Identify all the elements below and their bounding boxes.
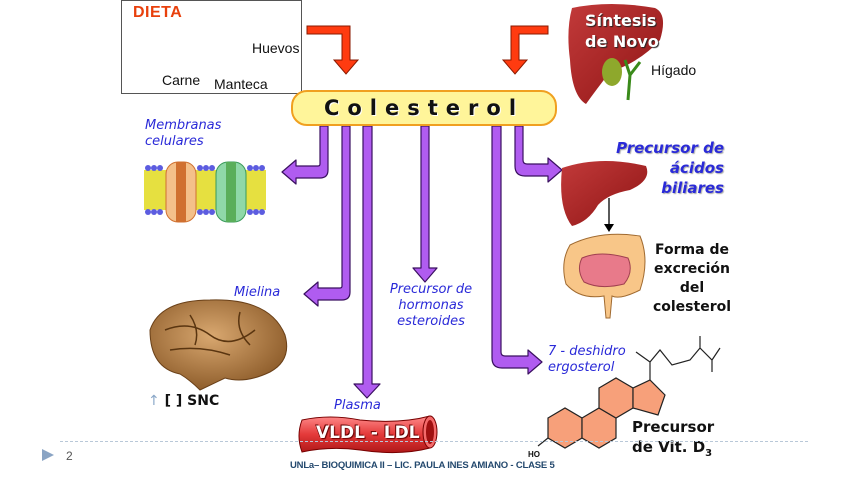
arrow-to-vitd [491,125,543,375]
synthesis-label: Síntesis de Novo [585,10,659,52]
membranes-line-1: Membranas [145,118,222,133]
bile-label: Precursor de ácidos biliares [600,138,724,198]
hormones-line-3: esteroides [397,314,465,329]
membrane-icon [144,161,266,223]
hormones-label: Precursor de hormonas esteroides [383,282,479,330]
up-arrow-icon: ↑ [148,393,160,409]
diet-title: DIETA [133,4,183,21]
footer-divider [60,441,808,442]
vitd-line-1: Precursor [632,418,715,436]
dehydro-line-1: 7 - deshidro [548,344,626,359]
arrow-to-bile [514,125,563,183]
excretion-line-3: del [679,280,705,296]
slide-bullet-icon [42,449,54,461]
plasma-label: Plasma [334,398,381,413]
dehydro-label: 7 - deshidro ergosterol [548,344,626,376]
vitd-precursor-label: Precursor de Vit. D3 [632,417,714,464]
dehydro-line-2: ergosterol [548,360,615,375]
arrow-to-myelin [303,125,351,307]
bile-line-1: Precursor de [616,139,724,157]
footer-text: UNLa– BIOQUIMICA II – LIC. PAULA INES AM… [290,460,555,471]
diet-box [121,0,302,94]
snc-note: ↑ [ ] SNC [148,392,219,411]
slide-number: 2 [66,449,73,463]
cholesterol-box: Colesterol [291,90,557,126]
arrow-to-plasma [353,125,381,399]
hydroxyl-label: HO [528,450,540,459]
vldl-ldl-label: VLDL - LDL [316,423,420,443]
synthesis-line-1: Síntesis [585,11,657,30]
excretion-line-1: Forma de [655,242,729,258]
diet-arrow [306,25,360,75]
arrow-to-hormones [412,125,438,283]
diet-item-meat: Carne [162,72,201,88]
cholesterol-label: Colesterol [323,96,525,120]
excretion-label: Forma de excreción del colesterol [652,241,732,317]
vessel-icon [298,415,438,454]
vitd-line-2: de Vit. D3 [632,437,714,464]
liver-synthesis-icon [568,4,664,104]
excretion-line-4: colesterol [652,299,732,315]
vitd-subscript: 3 [705,448,713,459]
synthesis-line-2: de Novo [585,32,659,51]
vitd-line-2-text: de Vit. D [632,438,706,456]
synthesis-arrow [501,25,549,75]
diet-item-butter: Manteca [214,76,268,92]
excretion-line-2: excreción [654,261,730,277]
membranes-label: Membranas celulares [145,118,221,150]
liver-bile-icon [561,160,648,232]
snc-text: [ ] SNC [164,393,220,409]
hormones-line-1: Precursor de [389,282,473,297]
hormones-line-2: hormonas [398,298,464,313]
intestine-icon [563,233,646,319]
steroid-structure-icon [537,336,721,449]
myelin-label: Mielina [234,285,281,300]
bile-line-3: biliares [661,179,724,197]
arrow-to-membranes [281,125,329,185]
bile-line-2: ácidos [669,159,724,177]
diet-item-eggs: Huevos [252,40,300,56]
membranes-line-2: celulares [145,134,204,149]
brain-icon [149,299,288,391]
liver-label: Hígado [651,62,697,78]
